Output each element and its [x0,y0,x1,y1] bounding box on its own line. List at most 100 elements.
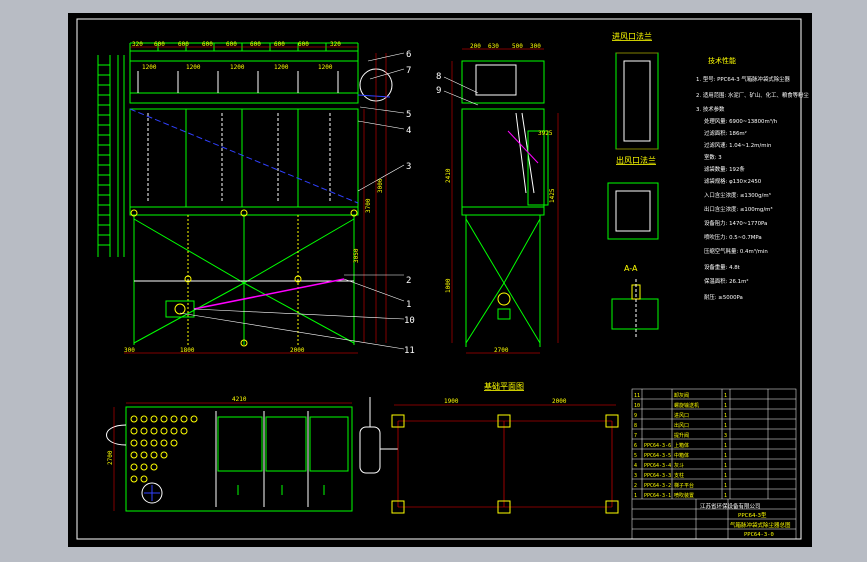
tech-spec-title: 技术性能 [708,56,736,65]
bom-no-2: 2 [634,483,637,489]
dim-v-f: 2410 [445,168,452,183]
section-aa-title: A-A [624,264,638,273]
part-6: 6 [406,50,411,60]
top-dim-5: 600 [226,41,237,48]
bom-no-1: 1 [634,493,637,499]
top-dim-6: 600 [250,41,261,48]
front-elevation [97,42,393,347]
bom-qty-11: 1 [724,393,727,399]
dim-v-a: 3050 [353,248,360,263]
bom-code-2: PPC64-3-2 [644,483,671,489]
top-dim-2: 600 [154,41,165,48]
found-dim-b: 2000 [552,398,567,405]
sheet-border [76,18,802,540]
tech-spec-block: 技术性能 1. 型号: PPC64-3 气箱脉冲袋式除尘器 2. 适用范围: 水… [696,56,809,301]
side-dimensions: 200 630 500 300 2700 3925 1425 2410 1000 [445,43,559,354]
bom-name-6: 上箱体 [674,442,689,449]
spec-line-17: 耐压: ≥5000Pa [704,293,743,301]
side-bottom-dim: 2700 [494,347,509,354]
bom-name-5: 中箱体 [674,452,689,459]
bom-name-4: 灰斗 [674,462,684,469]
side-top-dim-4: 300 [530,43,541,50]
bom-no-5: 5 [634,453,637,459]
inlet-flange-detail: 进风口法兰 [612,31,659,150]
spec-line-9: 滤袋规格: φ130×2450 [704,177,762,185]
middle-box [129,108,359,208]
filter-bag-circles [130,415,198,483]
bom-name-2: 梯子平台 [674,482,694,489]
part-1: 1 [406,300,411,310]
part-7: 7 [406,66,411,76]
cad-drawing: 320 600 600 600 600 600 600 600 320 1200… [76,18,809,540]
plan-height-dim: 2700 [107,450,114,465]
dim-bottom-left: 300 [124,347,135,354]
bom-qty-8: 1 [724,423,727,429]
part-10: 10 [404,316,415,326]
top-dim-7: 600 [274,41,285,48]
part-9: 9 [436,86,441,96]
top-dim-8: 600 [298,41,309,48]
top-inner-dim-2: 1200 [186,64,201,71]
bom-code-4: PPC64-3-4 [644,463,671,469]
bom-name-1: 喷吹装置 [674,492,694,499]
bom-qty-5: 1 [724,453,727,459]
plan-width-dim: 4210 [232,396,247,403]
dim-v-b: 3700 [365,198,372,213]
spec-line-11: 出口含尘浓度: ≤100mg/m³ [704,205,773,213]
upper-box [129,50,359,104]
title-code: PPC64-3-0 [744,532,774,538]
bom-name-10: 螺旋输送机 [674,402,699,409]
spec-line-8: 滤袋数量: 192条 [704,165,745,173]
bom-no-7: 7 [634,433,637,439]
spec-line-6: 过滤风速: 1.04~1.2m/min [704,141,771,149]
part-4: 4 [406,126,411,136]
bom-qty-10: 1 [724,403,727,409]
bom-qty-7: 3 [724,433,727,439]
plan-view [106,397,398,512]
part-5: 5 [406,110,411,120]
side-part-numbers: 8 9 [436,72,479,106]
bom-code-6: PPC64-3-6 [644,443,671,449]
bom-no-6: 6 [634,443,637,449]
bom-no-8: 8 [634,423,637,429]
spec-line-16: 保温面积: 26.1m² [704,277,749,285]
spec-line-4: 处理风量: 6900~13800m³/h [704,117,777,125]
side-top-dim-3: 500 [512,43,523,50]
part-2: 2 [406,276,411,286]
side-top-dim-2: 630 [488,43,499,50]
outlet-flange-detail: 出风口法兰 [607,155,659,240]
top-dim-1: 320 [132,41,143,48]
bom-name-8: 出风口 [674,422,689,429]
drawing-sheet: 320 600 600 600 600 600 600 600 320 1200… [68,13,812,547]
bom-name-7: 提升阀 [674,432,689,439]
part-3: 3 [406,162,411,172]
side-elevation [461,60,549,347]
bom-code-1: PPC64-3-1 [644,493,671,499]
bom-code-5: PPC64-3-5 [644,453,671,459]
spec-line-7: 室数: 3 [704,153,722,161]
ladder [97,55,125,257]
dim-v-e: 1425 [549,188,556,203]
spec-line-3: 3. 技术参数 [696,105,725,113]
part-8: 8 [436,72,441,82]
side-top-dim-1: 200 [470,43,481,50]
bom-no-10: 10 [634,403,640,409]
spec-line-10: 入口含尘浓度: ≤1300g/m³ [704,191,771,199]
spec-line-12: 设备阻力: 1470~1770Pa [704,219,767,227]
bom-name-9: 进风口 [674,412,689,419]
top-dim-4: 600 [202,41,213,48]
top-dim-9: 320 [330,41,341,48]
bom-no-9: 9 [634,413,637,419]
spec-line-2: 2. 适用范围: 水泥厂、矿山、化工、粮食等粉尘 [696,91,809,99]
part-numbers: 6 7 5 4 3 2 1 10 11 [404,50,415,356]
bom-qty-2: 1 [724,483,727,489]
top-dim-3: 600 [178,41,189,48]
spec-line-13: 喷吹压力: 0.5~0.7MPa [704,233,762,241]
outlet-flange-title: 出风口法兰 [616,155,656,165]
dim-v-g: 1000 [445,278,452,293]
title-company: 江苏省环保设备有限公司 [700,502,761,510]
bom-qty-6: 1 [724,443,727,449]
dim-bottom-b: 2000 [290,347,305,354]
plan-dimensions: 4210 2700 [107,396,352,511]
bom-rows: 11 卸灰阀 1 10 螺旋输送机 1 9 进风口 1 8 出风口 1 7 提升… [634,392,727,499]
